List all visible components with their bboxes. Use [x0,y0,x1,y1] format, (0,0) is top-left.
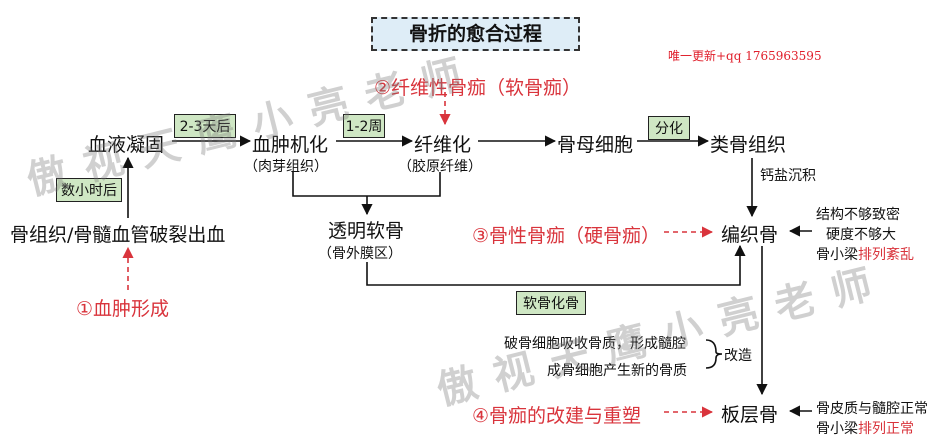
node-osteoblast: 骨母细胞 [557,134,634,156]
label-calcium: 钙盐沉积 [760,168,816,184]
node-osteoid: 类骨组织 [710,134,787,156]
lamellar-note-2-red: 排列正常 [858,421,914,437]
woven-note-2: 硬度不够大 [826,227,896,243]
node-organize: 血肿机化 [252,134,329,156]
lamellar-note-2-prefix: 骨小梁 [816,421,858,437]
node-fibrous-sub: （胶原纤维） [398,159,482,175]
label-ossify: 软骨化骨 [516,291,586,315]
woven-note-3: 骨小梁排列紊乱 [816,244,914,264]
node-cartilage: 透明软骨 [328,220,405,242]
node-clot: 血液凝固 [88,134,165,156]
arrow-cartilage-to-woven [366,244,746,286]
lamellar-note-1: 骨皮质与髓腔正常 [816,401,928,417]
diagram-title: 骨折的愈合过程 [371,17,580,51]
stage-3-label: ③骨性骨痂（硬骨痂） [472,225,661,247]
remodel-brace [705,339,723,369]
lamellar-note-2: 骨小梁排列正常 [816,418,914,438]
woven-note-3-prefix: 骨小梁 [816,247,858,263]
node-lamellar: 板层骨 [721,404,779,426]
node-fracture: 骨组织/骨髓血管破裂出血 [10,224,226,246]
contact-note: 唯一更新+qq 1765963595 [668,49,822,63]
woven-note-1: 结构不够致密 [816,207,900,223]
stage-2-label: ②纤维性骨痂（软骨痂） [374,77,582,99]
remodel-label: 改造 [724,348,752,364]
node-organize-sub: （肉芽组织） [244,159,328,175]
label-hours: 数小时后 [56,178,122,202]
node-fibrous: 纤维化 [414,134,472,156]
woven-note-3-red: 排列紊乱 [858,247,914,263]
node-cartilage-sub: （骨外膜区） [318,246,402,262]
label-days: 2-3天后 [174,114,236,138]
node-woven: 编织骨 [721,224,779,246]
remodel-osteoclast: 破骨细胞吸收骨质，形成髓腔 [504,336,686,352]
stage-4-label: ④骨痂的改建与重塑 [472,405,642,427]
stage-1-label: ①血肿形成 [76,298,170,320]
label-weeks: 1-2周 [343,114,385,138]
label-differentiate: 分化 [648,116,690,140]
remodel-osteoblast: 成骨细胞产生新的骨质 [547,363,687,379]
